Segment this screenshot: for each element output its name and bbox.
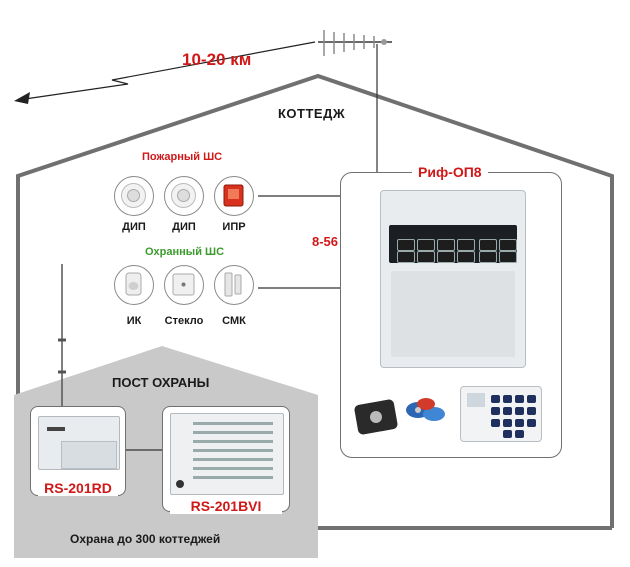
console-device (170, 413, 284, 495)
security-device-label: СМК (222, 315, 246, 327)
receiver-device (38, 416, 120, 470)
console-label: RS-201BVI (170, 498, 282, 514)
fire-device-label: ДИП (172, 221, 196, 233)
house-outline (16, 73, 614, 528)
glass-break-sensor-icon (164, 265, 204, 305)
keypad-icon (460, 386, 542, 442)
magnetic-contact-icon (214, 265, 254, 305)
motion-sensor-icon (114, 265, 154, 305)
fire-device-label: ИПР (222, 221, 246, 233)
key-fob-icon (354, 396, 406, 436)
range-label: 10-20 км (182, 50, 252, 69)
radio-link-line (17, 41, 316, 101)
security-loop-title: Охранный ШС (145, 246, 225, 258)
guard-post-title: ПОСТ ОХРАНЫ (112, 375, 210, 390)
security-device-label: ИК (126, 315, 142, 327)
house-label: КОТТЕДЖ (278, 106, 346, 121)
fire-loop-title: Пожарный ШС (142, 151, 223, 163)
yagi-antenna-icon (318, 30, 392, 56)
guard-post-caption: Охрана до 300 коттеджей (70, 532, 221, 546)
receiver-label: RS-201RD (38, 480, 118, 496)
manual-call-point-icon (214, 176, 254, 216)
security-device-label: Стекло (164, 315, 204, 327)
arrow-head (14, 92, 30, 104)
panel-title: Риф-ОП8 (412, 164, 488, 180)
smoke-detector-icon (164, 176, 204, 216)
touch-memory-keys-icon (404, 394, 452, 430)
control-panel-device (380, 190, 526, 368)
smoke-detector-icon (114, 176, 154, 216)
fire-device-label: ДИП (122, 221, 146, 233)
